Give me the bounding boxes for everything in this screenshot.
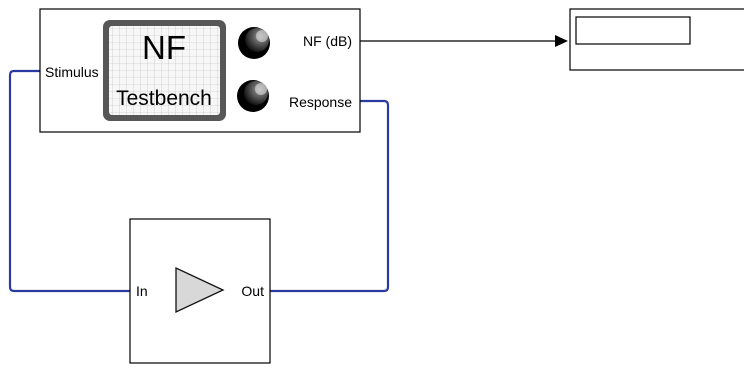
nf-testbench-block[interactable]: NF Testbench Stimulus NF (dB) Response xyxy=(39,8,361,133)
port-label-response: Response xyxy=(289,94,352,110)
testbench-icon-title: NF xyxy=(142,29,186,66)
nf-signal-arrowhead xyxy=(555,35,568,47)
port-label-in: In xyxy=(136,283,148,299)
knob-icon xyxy=(238,27,270,59)
port-label-stimulus: Stimulus xyxy=(45,64,99,80)
port-label-nf-db: NF (dB) xyxy=(303,33,352,49)
amplifier-block[interactable]: In Out xyxy=(129,218,271,364)
stimulus-to-in-line[interactable] xyxy=(8,69,130,293)
knob-icon xyxy=(237,80,269,112)
display-value-field xyxy=(575,16,691,45)
port-label-out: Out xyxy=(241,283,264,299)
testbench-icon: NF Testbench xyxy=(103,20,226,121)
amplifier-triangle-icon xyxy=(175,266,225,314)
display-block[interactable] xyxy=(569,8,744,71)
connections xyxy=(8,35,568,293)
testbench-icon-subtitle: Testbench xyxy=(116,87,212,110)
out-to-response-line[interactable] xyxy=(270,99,390,293)
